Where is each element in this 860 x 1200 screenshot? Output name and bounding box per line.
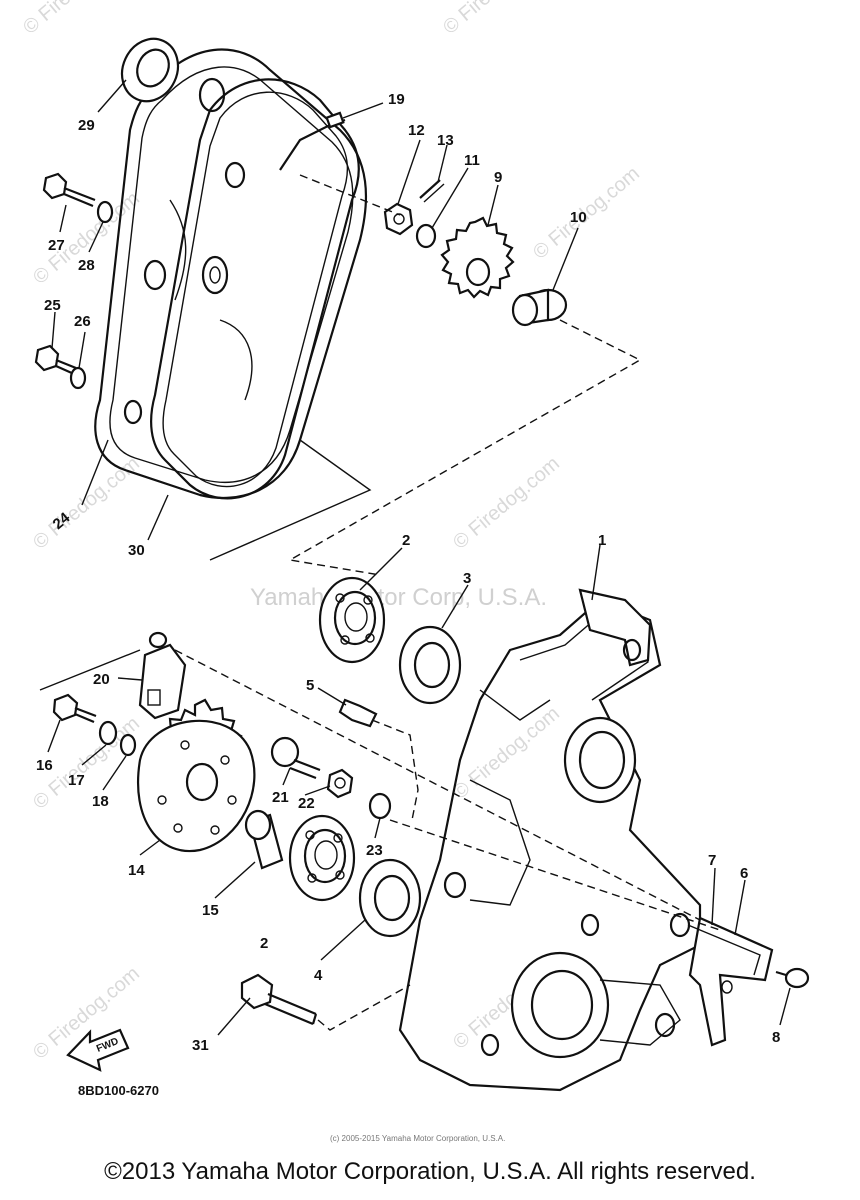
bolt-25 <box>34 344 77 376</box>
callout-21: 21 <box>272 789 289 806</box>
callout-2: 2 <box>402 532 410 549</box>
callout-28: 28 <box>78 257 95 274</box>
leader-dash <box>287 319 642 576</box>
callout-4: 4 <box>314 967 323 984</box>
nut-12 <box>383 202 414 236</box>
oil-seal-29 <box>120 37 180 103</box>
callout-29: 29 <box>78 117 95 134</box>
callout-leaders <box>47 79 791 1036</box>
callout-30: 30 <box>128 542 145 559</box>
watermark-text: © Firedog.com <box>29 452 144 553</box>
collar-10 <box>511 288 568 327</box>
callout-13: 13 <box>437 132 454 149</box>
diagram-code: 8BD100-6270 <box>78 1083 159 1098</box>
callout-1: 1 <box>598 532 606 549</box>
collar-15 <box>244 809 284 870</box>
callout-5: 5 <box>306 677 314 694</box>
callout-14: 14 <box>128 862 145 879</box>
chain-guide-20 <box>138 631 187 720</box>
leader-dash <box>174 649 701 921</box>
watermark-text: © Firedog.com <box>19 0 134 39</box>
callout-15: 15 <box>202 902 219 919</box>
fine-print: (c) 2005-2015 Yamaha Motor Corporation, … <box>330 1134 505 1143</box>
bearing-2-upper <box>318 576 386 664</box>
gasket-7 <box>687 924 761 976</box>
callout-6: 6 <box>740 865 748 882</box>
callout-7: 7 <box>708 852 716 869</box>
watermarks: © Firedog.com © Firedog.com © Firedog.co… <box>19 0 644 1064</box>
washer-23 <box>368 792 392 820</box>
oil-seal-4 <box>358 858 422 938</box>
bolt-27 <box>42 172 96 208</box>
callout-31: 31 <box>192 1037 209 1054</box>
callout-16: 16 <box>36 757 53 774</box>
leader-dash <box>371 719 419 821</box>
callout-9: 9 <box>494 169 502 186</box>
leader-dash <box>317 984 411 1031</box>
leader-dash <box>389 819 721 931</box>
screw-8 <box>775 967 810 989</box>
leader-line <box>39 649 141 691</box>
sprocket-14 <box>137 698 256 853</box>
callout-19: 19 <box>388 91 405 108</box>
callouts: 1 2 3 4 5 6 7 8 9 10 11 12 13 14 15 16 1… <box>36 91 780 1054</box>
callout-17: 17 <box>68 772 85 789</box>
callout-20: 20 <box>93 671 110 688</box>
callout-10: 10 <box>570 209 587 226</box>
callout-23: 23 <box>366 842 383 859</box>
sprocket-9 <box>440 216 515 299</box>
chain-case-cover <box>94 48 372 561</box>
washer-11 <box>415 223 437 249</box>
callout-22: 22 <box>298 795 315 812</box>
washer-17 <box>98 720 118 746</box>
chain-case-1 <box>398 588 702 1092</box>
chain-tensioner-19 <box>279 111 346 171</box>
copyright-notice: ©2013 Yamaha Motor Corporation, U.S.A. A… <box>104 1158 756 1185</box>
watermark-text: © Firedog.com <box>439 0 554 39</box>
bolt-16 <box>52 693 97 724</box>
nut-22 <box>326 768 354 799</box>
callout-11: 11 <box>464 152 480 169</box>
pin-13 <box>419 179 445 203</box>
center-watermark: Yamaha Motor Corp, U.S.A. <box>250 584 547 611</box>
washer-18 <box>119 733 137 757</box>
bearing-2-lower <box>288 814 356 902</box>
bolt-21 <box>270 736 321 780</box>
callout-27: 27 <box>48 237 65 254</box>
watermark-text: © Firedog.com <box>449 702 564 803</box>
oil-seal-3 <box>398 625 462 705</box>
callout-26: 26 <box>74 313 91 330</box>
callout-2-lower: 2 <box>260 935 268 952</box>
bolt-31 <box>240 973 318 1026</box>
washer-28 <box>96 200 114 224</box>
callout-18: 18 <box>92 793 109 810</box>
watermark-text: © Firedog.com <box>449 452 564 553</box>
plate-6 <box>688 916 774 1047</box>
callout-3: 3 <box>463 570 471 587</box>
callout-8: 8 <box>772 1029 780 1046</box>
callout-12: 12 <box>408 122 425 139</box>
fwd-arrow-icon: FWD <box>66 1028 130 1072</box>
sensor-5 <box>338 698 378 728</box>
washer-26 <box>69 366 87 390</box>
callout-25: 25 <box>44 297 61 314</box>
